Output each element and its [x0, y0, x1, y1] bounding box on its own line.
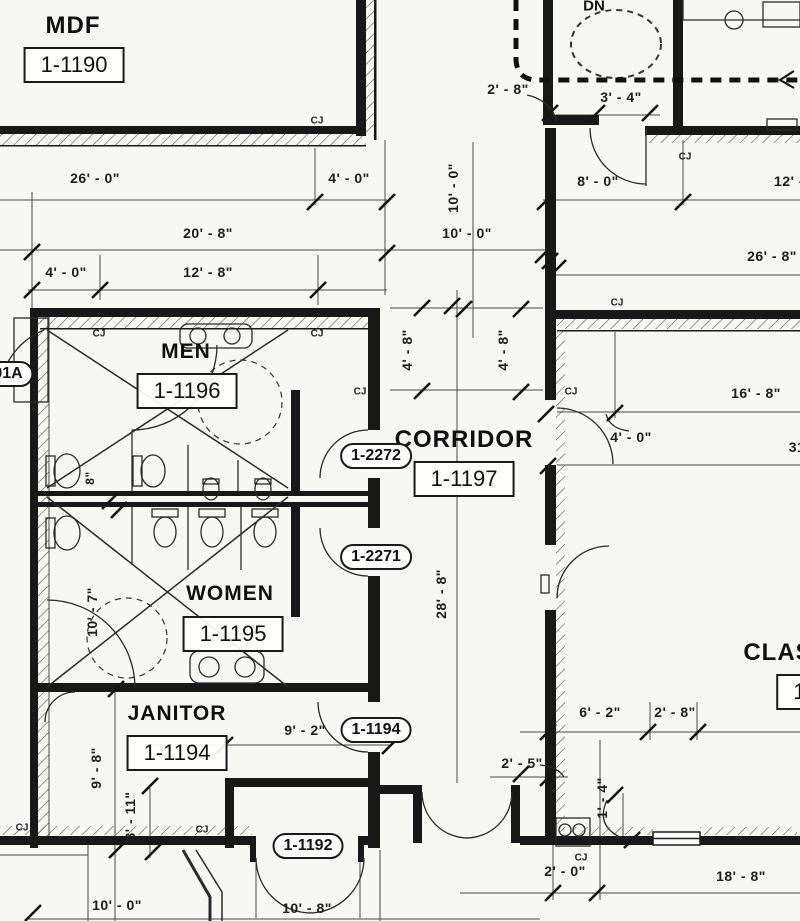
- room-label-women: WOMEN: [186, 582, 274, 605]
- dim-label-2: 20' - 8": [183, 225, 233, 241]
- room-tag-janitor: 1-1194: [126, 735, 228, 771]
- cj-marker: CJ: [678, 151, 692, 163]
- dim-label-26: 1' - 4": [594, 777, 610, 819]
- room-label-corridor: CORRIDOR: [394, 426, 534, 453]
- room-tag-classroom: 1-: [776, 674, 800, 710]
- dim-label-6: 2' - 8": [487, 81, 529, 97]
- room-label-men: MEN: [161, 340, 211, 363]
- dim-label-21: 3' - 11": [122, 791, 138, 841]
- room-tag-mdf: 1-1190: [23, 47, 125, 83]
- door-tag-1-2272: 1-2272: [340, 443, 412, 469]
- dim-label-13: 4' - 8": [495, 329, 511, 371]
- dim-label-25: 2' - 5": [501, 755, 543, 771]
- stair-dn-label: DN: [583, 0, 605, 15]
- dim-label-28: 18' - 8": [716, 868, 766, 884]
- door-tag-1-2271: 1-2271: [340, 544, 412, 570]
- cj-marker: CJ: [310, 115, 324, 127]
- dim-label-16: 31: [788, 439, 800, 455]
- dim-label-4: 10' - 0": [442, 225, 492, 241]
- door-tag-1-1194: 1-1194: [340, 717, 412, 743]
- dim-label-1: 4' - 0": [328, 170, 370, 186]
- dim-label-20: 9' - 8": [88, 747, 104, 789]
- dim-label-7: 3' - 4": [600, 89, 642, 105]
- dim-label-23: 6' - 2": [579, 704, 621, 720]
- room-tag-corridor: 1-1197: [413, 461, 515, 497]
- dim-label-29: 10' - 0": [92, 897, 142, 913]
- cj-marker: CJ: [610, 297, 624, 309]
- dim-label-0: 26' - 0": [70, 170, 120, 186]
- cj-marker: CJ: [564, 386, 578, 398]
- door-tag-01a: 01A: [0, 361, 34, 387]
- cj-marker: CJ: [574, 852, 588, 864]
- dim-label-22: 9' - 2": [284, 722, 326, 738]
- dim-label-12: 4' - 8": [399, 329, 415, 371]
- room-label-janitor: JANITOR: [127, 702, 227, 725]
- dim-label-27: 2' - 0": [544, 863, 586, 879]
- dim-label-14: 16' - 8": [731, 385, 781, 401]
- dim-label-17: 28' - 8": [433, 569, 449, 619]
- cj-marker: CJ: [195, 824, 209, 836]
- room-label-mdf: MDF: [45, 12, 101, 39]
- dim-label-9: 12' -: [774, 173, 800, 189]
- cj-marker: CJ: [310, 328, 324, 340]
- cj-marker: CJ: [353, 386, 367, 398]
- dim-label-11: 12' - 8": [183, 264, 233, 280]
- cj-marker: CJ: [15, 822, 29, 834]
- dim-label-30: 10' - 8": [282, 900, 332, 916]
- dim-label-19: 8": [83, 471, 97, 485]
- dim-label-15: 4' - 0": [610, 429, 652, 445]
- dim-label-10: 4' - 0": [45, 264, 87, 280]
- cj-marker: CJ: [92, 328, 106, 340]
- room-tag-women: 1-1195: [182, 616, 284, 652]
- room-tag-men: 1-1196: [136, 373, 238, 409]
- door-tag-1-1192: 1-1192: [272, 833, 344, 859]
- dim-label-8: 8' - 0": [577, 173, 619, 189]
- dim-label-24: 2' - 8": [654, 704, 696, 720]
- room-label-classroom: CLAS: [743, 639, 800, 666]
- dim-label-5: 26' - 8": [747, 248, 797, 264]
- dim-label-3: 10' - 0": [445, 163, 461, 213]
- dim-label-18: 10' - 7": [84, 587, 100, 637]
